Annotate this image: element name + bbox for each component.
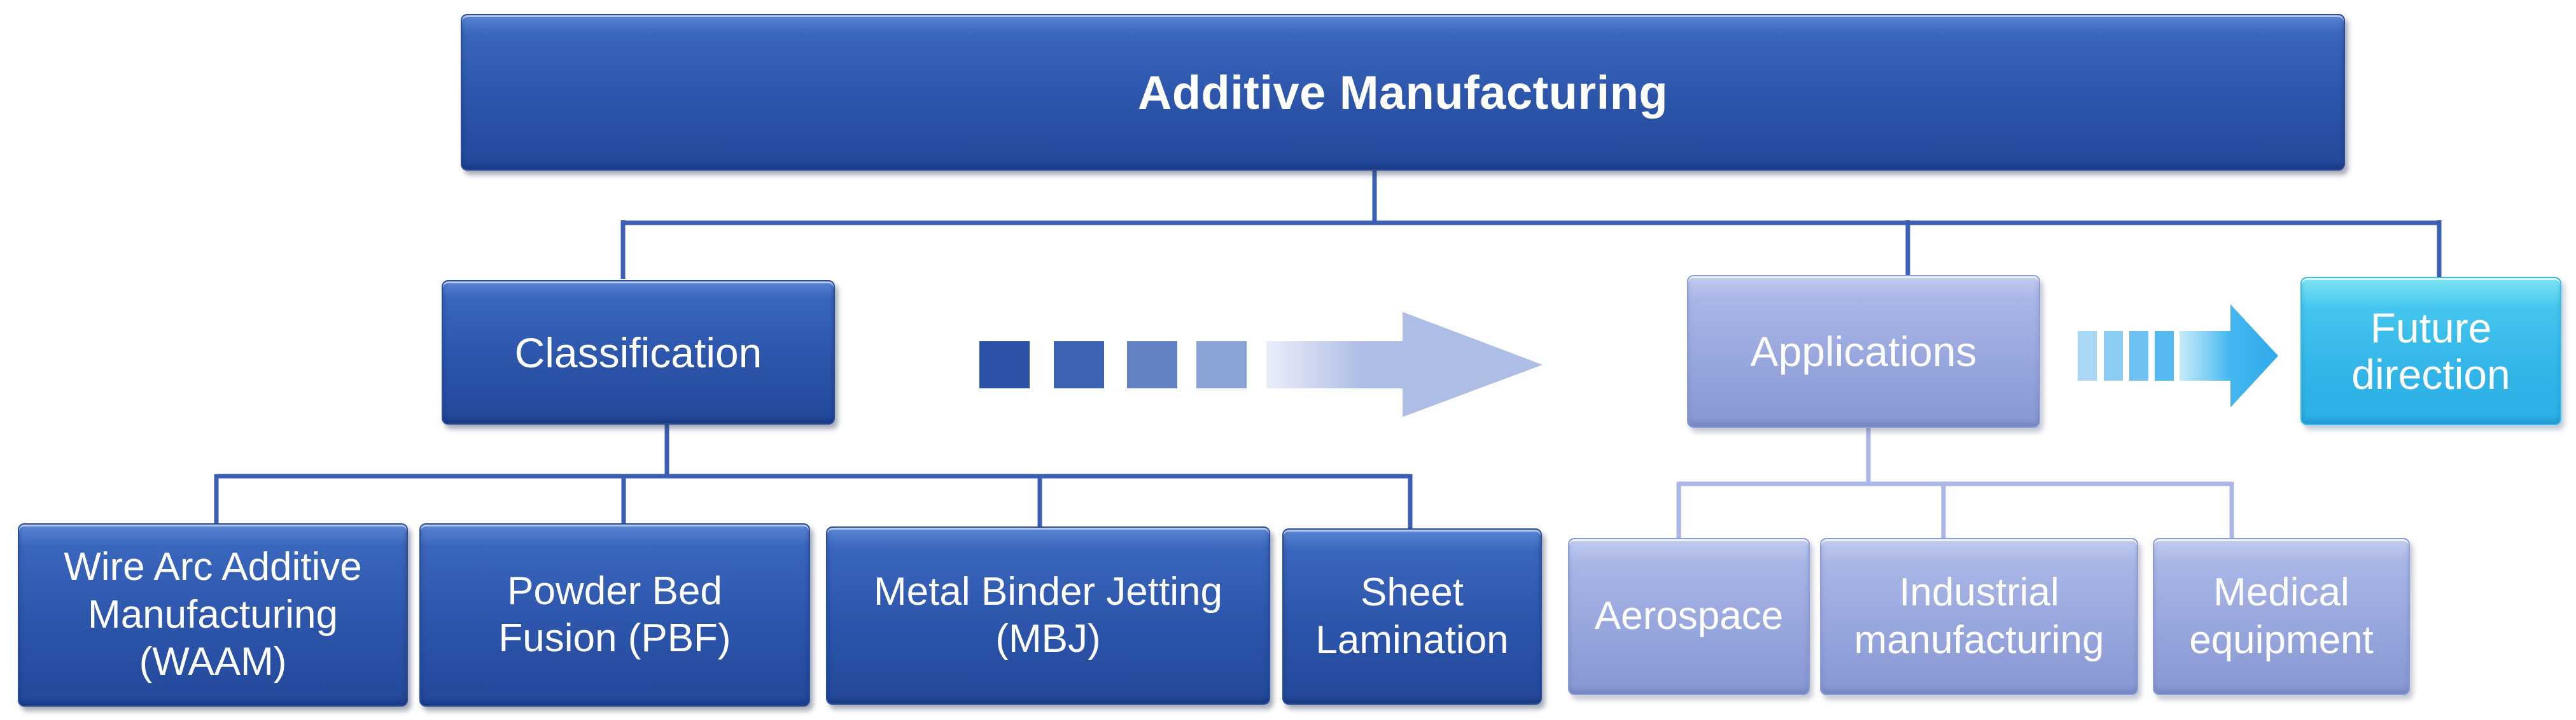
classification-item-sheet-lamination: Sheet Lamination <box>1282 528 1542 705</box>
applications-item-medical-equipment: Medical equipment <box>2153 538 2410 695</box>
future-direction-node: Future direction <box>2300 277 2561 425</box>
future-arrow-icon <box>2078 304 2278 407</box>
root-node: Additive Manufacturing <box>461 14 2345 171</box>
applications-item-label: Aerospace <box>1594 594 1784 639</box>
classification-item-pbf: Powder Bed Fusion (PBF) <box>419 523 810 707</box>
applications-item-label: Industrial manufacturing <box>1854 570 2104 662</box>
classification-node: Classification <box>442 280 835 425</box>
future-direction-label: Future direction <box>2351 304 2510 398</box>
applications-item-industrial-manufacturing: Industrial manufacturing <box>1820 538 2138 695</box>
classification-item-label: Metal Binder Jetting (MBJ) <box>874 569 1222 661</box>
classification-label: Classification <box>514 328 762 376</box>
applications-connector <box>1676 428 2234 538</box>
applications-item-label: Medical equipment <box>2189 570 2374 662</box>
root-connector <box>620 171 2442 279</box>
applications-label: Applications <box>1750 328 1977 375</box>
classification-item-label: Wire Arc Additive Manufacturing (WAAM) <box>64 545 362 684</box>
classification-item-mbj: Metal Binder Jetting (MBJ) <box>826 526 1270 705</box>
progress-arrow-icon <box>979 312 1543 417</box>
classification-item-label: Powder Bed Fusion (PBF) <box>498 568 731 660</box>
classification-item-waam: Wire Arc Additive Manufacturing (WAAM) <box>18 523 408 707</box>
applications-item-aerospace: Aerospace <box>1568 538 1810 695</box>
applications-node: Applications <box>1687 275 2040 428</box>
root-label: Additive Manufacturing <box>1137 66 1669 119</box>
classification-item-label: Sheet Lamination <box>1315 570 1509 662</box>
classification-connector <box>214 425 1413 528</box>
